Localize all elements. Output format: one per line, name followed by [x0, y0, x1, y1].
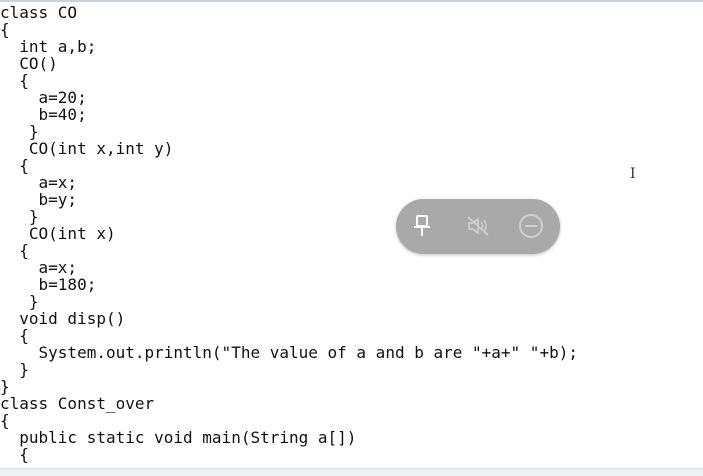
code-line-19[interactable]: void disp() — [0, 309, 126, 328]
code-line-11[interactable]: a=x; — [0, 173, 78, 192]
code-line-4[interactable]: CO() — [0, 54, 58, 73]
pin-icon — [414, 215, 430, 236]
code-line-16[interactable]: a=x; — [0, 258, 78, 277]
code-line-7[interactable]: b=40; — [0, 105, 87, 124]
code-line-22[interactable]: } — [0, 360, 29, 379]
code-line-2[interactable]: { — [0, 20, 10, 39]
code-line-3[interactable]: int a,b; — [0, 37, 97, 56]
window-top-border — [0, 0, 703, 2]
minimize-button[interactable] — [514, 209, 548, 243]
mute-icon — [467, 216, 489, 236]
code-line-9[interactable]: CO(int x,int y) — [0, 139, 174, 158]
code-line-5[interactable]: { — [0, 71, 29, 90]
code-line-18[interactable]: } — [0, 292, 39, 311]
code-line-24[interactable]: class Const_over — [0, 394, 155, 413]
code-line-23[interactable]: } — [0, 377, 10, 396]
horizontal-scrollbar[interactable] — [0, 468, 703, 476]
code-line-12[interactable]: b=y; — [0, 190, 78, 209]
code-line-13[interactable]: } — [0, 207, 39, 226]
code-line-15[interactable]: { — [0, 241, 29, 260]
code-line-8[interactable]: } — [0, 122, 39, 141]
code-line-1[interactable]: class CO — [0, 3, 78, 22]
code-line-17[interactable]: b=180; — [0, 275, 97, 294]
code-line-27[interactable]: { — [0, 445, 29, 464]
code-editor[interactable]: class CO { int a,b; CO() { a=20; b=40; }… — [0, 2, 703, 468]
media-overlay-toolbar — [396, 199, 560, 254]
code-line-26[interactable]: public static void main(String a[]) — [0, 428, 357, 447]
code-line-21[interactable]: System.out.println("The value of a and b… — [0, 343, 578, 362]
code-line-20[interactable]: { — [0, 326, 29, 345]
minus-circle-icon — [519, 214, 543, 238]
text-cursor-icon: Ⅰ — [630, 166, 636, 182]
code-line-25[interactable]: { — [0, 411, 10, 430]
code-line-6[interactable]: a=20; — [0, 88, 87, 107]
code-line-14[interactable]: CO(int x) — [0, 224, 116, 243]
code-line-10[interactable]: { — [0, 156, 29, 175]
pin-button[interactable] — [405, 209, 439, 243]
mute-button[interactable] — [461, 209, 495, 243]
